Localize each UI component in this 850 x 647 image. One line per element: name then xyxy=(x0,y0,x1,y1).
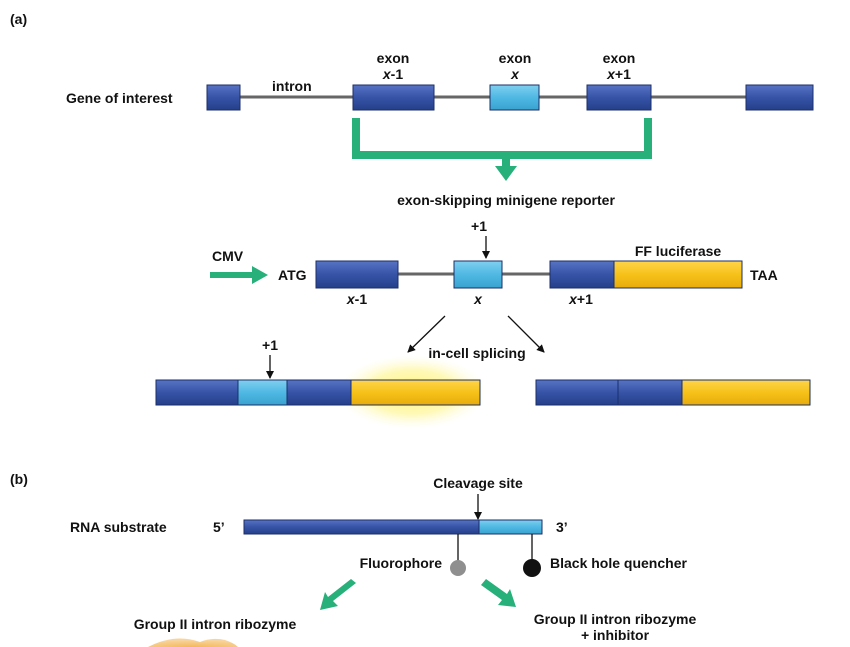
reporter-mid-label: x xyxy=(473,291,483,307)
product1-exon-next xyxy=(286,379,352,406)
product1-luciferase xyxy=(350,379,481,406)
quencher-dot-icon xyxy=(523,559,541,577)
product2-exon-next xyxy=(617,379,683,406)
fluorophore-label: Fluorophore xyxy=(360,555,443,571)
product2-exon-prev xyxy=(535,379,619,406)
panel-a-tag: (a) xyxy=(10,11,27,27)
exon-mid-word: exon xyxy=(499,50,532,66)
product-plus-one-label: +1 xyxy=(262,337,278,353)
rna-substrate-label: RNA substrate xyxy=(70,519,167,535)
reporter-exon-prev xyxy=(315,260,399,289)
in-cell-splicing-label: in-cell splicing xyxy=(428,345,525,361)
intron-label: intron xyxy=(272,78,312,94)
reporter-title: exon-skipping minigene reporter xyxy=(397,192,615,208)
gene-of-interest-label: Gene of interest xyxy=(66,90,173,106)
exon-next-word: exon xyxy=(603,50,636,66)
exon-next-name: x+1 xyxy=(606,66,631,82)
ribozyme-shape xyxy=(148,638,238,647)
reporter-exon-mid xyxy=(453,260,503,289)
exon-prev-name: x-1 xyxy=(382,66,403,82)
gene-exon-last xyxy=(745,84,814,111)
panel-b-tag: (b) xyxy=(10,471,28,487)
reporter-exon-next xyxy=(549,260,615,289)
five-prime-label: 5’ xyxy=(213,519,225,535)
cleavage-site-label: Cleavage site xyxy=(433,475,523,491)
fluorophore-dot-icon xyxy=(450,560,466,576)
reporter-next-label: x+1 xyxy=(568,291,593,307)
cmv-label: CMV xyxy=(212,248,244,264)
rna-substrate-dark xyxy=(243,519,480,535)
taa-label: TAA xyxy=(750,267,778,283)
green-arrow-right-icon xyxy=(481,579,516,607)
gene-exon-next xyxy=(586,84,652,111)
splice-arrow-right xyxy=(507,315,545,353)
splice-arrow-left xyxy=(407,315,446,353)
quencher-label: Black hole quencher xyxy=(550,555,687,571)
exon-prev-word: exon xyxy=(377,50,410,66)
rna-substrate-light xyxy=(478,519,543,535)
reporter-plus-one-label: +1 xyxy=(471,218,487,234)
product1-exon-prev xyxy=(155,379,239,406)
cmv-promoter-arrow-icon xyxy=(210,266,268,284)
gene-exon-first xyxy=(206,84,241,111)
green-arrow-left-icon xyxy=(320,579,356,610)
three-prime-label: 3’ xyxy=(556,519,568,535)
reporter-luciferase xyxy=(613,260,743,289)
product2-luciferase xyxy=(681,379,811,406)
ribozyme-left-label: Group II intron ribozyme xyxy=(134,616,297,632)
green-down-arrow-icon xyxy=(495,166,517,181)
inhibitor-label: + inhibitor xyxy=(581,627,650,643)
reporter-prev-label: x-1 xyxy=(346,291,367,307)
gene-exon-mid xyxy=(489,84,540,111)
green-bracket xyxy=(352,118,652,159)
atg-label: ATG xyxy=(278,267,307,283)
product1-exon-mid xyxy=(237,379,288,406)
ribozyme-right-label: Group II intron ribozyme xyxy=(534,611,697,627)
exon-mid-name: x xyxy=(510,66,520,82)
luciferase-label: FF luciferase xyxy=(635,243,722,259)
gene-exon-prev xyxy=(352,84,435,111)
